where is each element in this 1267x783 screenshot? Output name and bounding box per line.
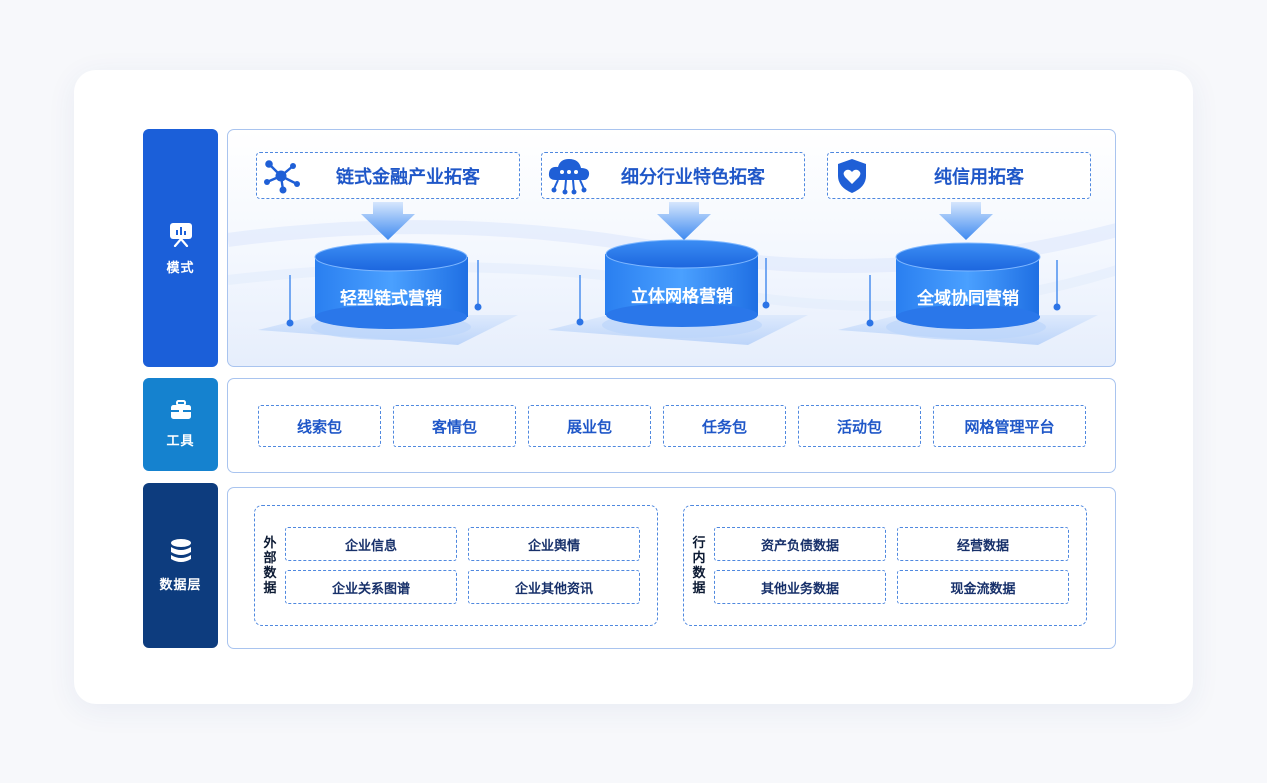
internal-data-group: 行内数据 资产负债数据 经营数据 其他业务数据 现金流数据 xyxy=(683,505,1087,626)
presentation-chart-icon xyxy=(168,221,194,247)
tool-clue-pack: 线索包 xyxy=(258,405,381,447)
cylinder-label-2: 立体网格营销 xyxy=(631,287,733,307)
tools-layer-label: 工具 xyxy=(166,434,195,449)
mode-title-1: 链式金融产业拓客 xyxy=(336,166,480,188)
mode-title-3: 纯信用拓客 xyxy=(934,166,1024,188)
data-item-other-business: 其他业务数据 xyxy=(714,570,886,604)
cylinder-label-1: 轻型链式营销 xyxy=(340,289,442,309)
mode-box-industry: 细分行业特色拓客 xyxy=(541,152,805,199)
external-data-group: 外部数据 企业信息 企业舆情 企业关系图谱 企业其他资讯 xyxy=(254,505,658,626)
data-item-operations: 经营数据 xyxy=(897,527,1069,561)
mode-box-chain-finance: 链式金融产业拓客 xyxy=(256,152,520,199)
data-item-relation-graph: 企业关系图谱 xyxy=(285,570,457,604)
data-panel: 外部数据 企业信息 企业舆情 企业关系图谱 企业其他资讯 行内数据 资产负债数据… xyxy=(227,487,1116,649)
mode-layer-bar: 模式 xyxy=(143,129,218,367)
data-item-company-sentiment: 企业舆情 xyxy=(468,527,640,561)
mode-panel-background xyxy=(228,202,1115,345)
mode-box-pure-credit: 纯信用拓客 xyxy=(827,152,1091,199)
internal-data-title: 行内数据 xyxy=(692,536,706,596)
shield-heart-icon xyxy=(832,156,872,200)
data-item-assets-liabilities: 资产负债数据 xyxy=(714,527,886,561)
tool-business-pack: 展业包 xyxy=(528,405,651,447)
tools-panel: 线索包 客情包 展业包 任务包 活动包 网格管理平台 xyxy=(227,378,1116,473)
external-data-title: 外部数据 xyxy=(263,536,277,596)
data-item-other-info: 企业其他资讯 xyxy=(468,570,640,604)
data-item-cash-flow: 现金流数据 xyxy=(897,570,1069,604)
mode-layer-label: 模式 xyxy=(166,260,195,276)
database-icon xyxy=(169,538,193,564)
mode-panel: 链式金融产业拓客 细分行业特色拓客 纯信用拓客 轻型链式营销 xyxy=(227,129,1116,367)
tool-grid-platform: 网格管理平台 xyxy=(933,405,1086,447)
tool-activity-pack: 活动包 xyxy=(798,405,921,447)
network-nodes-icon xyxy=(261,156,301,200)
data-item-company-info: 企业信息 xyxy=(285,527,457,561)
cloud-network-icon xyxy=(546,156,592,200)
tool-client-pack: 客情包 xyxy=(393,405,516,447)
data-layer-bar: 数据层 xyxy=(143,483,218,648)
data-layer-label: 数据层 xyxy=(159,578,202,593)
tool-task-pack: 任务包 xyxy=(663,405,786,447)
cylinder-label-3: 全域协同营销 xyxy=(917,289,1019,309)
mode-title-2: 细分行业特色拓客 xyxy=(621,166,765,188)
tools-layer-bar: 工具 xyxy=(143,378,218,471)
mode-3-cylinder-graphic xyxy=(838,202,1098,345)
mode-1-cylinder-graphic xyxy=(258,202,518,345)
mode-2-cylinder-graphic xyxy=(548,202,808,345)
briefcase-icon xyxy=(170,400,192,420)
